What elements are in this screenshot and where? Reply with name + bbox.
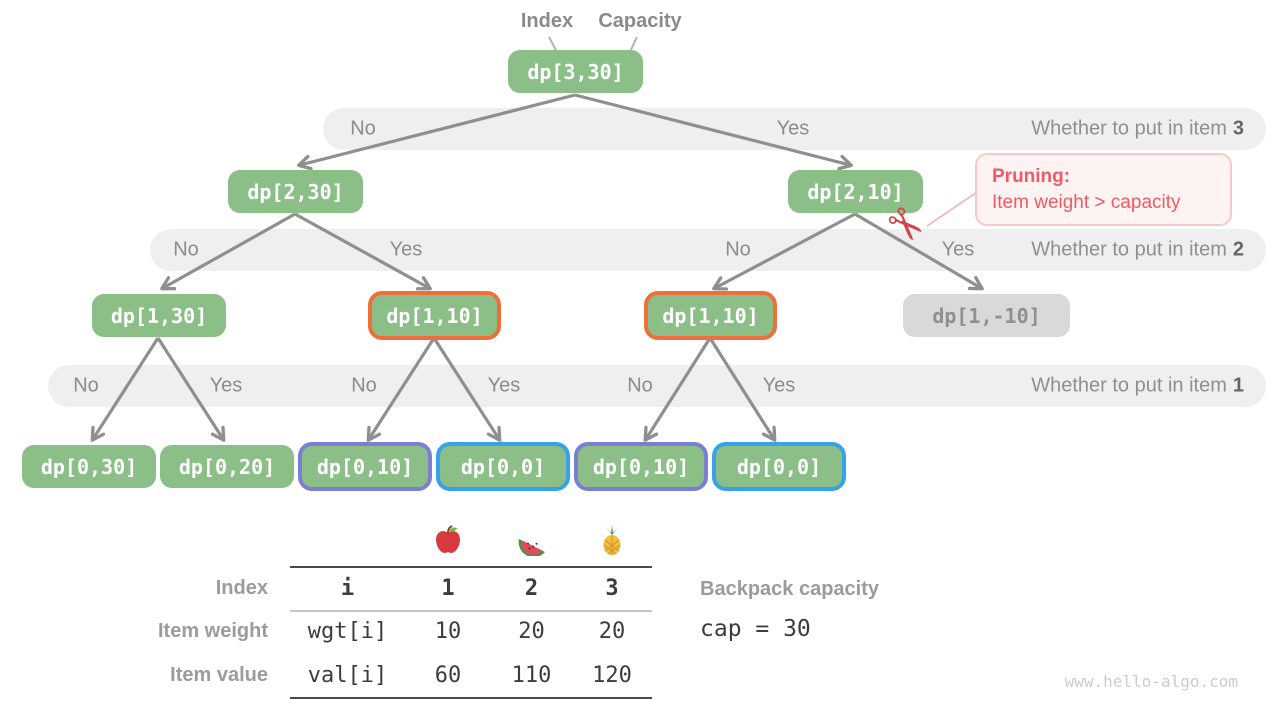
value-cell: 120 bbox=[592, 662, 632, 688]
node-label: dp[0,0] bbox=[460, 454, 546, 479]
backpack-capacity-label: Backpack capacity bbox=[700, 578, 880, 600]
table-row-label-value: Item value bbox=[170, 663, 268, 686]
node-label: dp[2,30] bbox=[247, 179, 344, 204]
tree-node-dp-0-0: dp[0,0] bbox=[436, 442, 570, 491]
table-rule-bottom bbox=[290, 697, 652, 699]
band-label-no: No bbox=[351, 374, 377, 397]
band-label-no: No bbox=[627, 374, 653, 397]
capacity-variable-label: Capacity bbox=[598, 10, 682, 32]
tree-node-dp-3-30: dp[3,30] bbox=[508, 50, 643, 93]
watermelon-icon bbox=[491, 524, 572, 556]
band-label-no: No bbox=[350, 117, 376, 140]
node-label: dp[0,10] bbox=[316, 454, 414, 479]
weight-cell: 20 bbox=[598, 619, 626, 644]
tree-node-dp-1-10-pruned-path: dp[1,10] bbox=[368, 291, 501, 340]
table-value-row: val[i] 60 110 120 bbox=[290, 653, 652, 697]
items-table: i 1 2 3 wgt[i] 10 20 20 val[i] 60 110 12… bbox=[290, 514, 652, 699]
weight-cell: wgt[i] bbox=[307, 619, 388, 644]
node-label: dp[2,10] bbox=[807, 179, 904, 204]
fruit-row bbox=[290, 514, 652, 566]
node-label: dp[0,20] bbox=[178, 454, 276, 479]
band-label-yes: Yes bbox=[209, 374, 243, 397]
tree-node-dp-2-30: dp[2,30] bbox=[228, 170, 363, 213]
tree-node-dp-2-10: dp[2,10] bbox=[788, 170, 923, 213]
node-label: dp[1,30] bbox=[110, 303, 208, 328]
header-cell: 3 bbox=[605, 575, 619, 601]
pruning-title: Pruning: bbox=[992, 166, 1071, 187]
band-label-yes: Yes bbox=[487, 374, 521, 397]
weight-cell: 20 bbox=[518, 619, 545, 644]
node-label: dp[1,10] bbox=[662, 303, 759, 328]
apple-icon bbox=[405, 524, 491, 556]
tree-node-dp-0-20: dp[0,20] bbox=[160, 445, 294, 488]
table-row-label-weight: Item weight bbox=[157, 620, 268, 642]
backpack-capacity-value: cap = 30 bbox=[700, 616, 811, 642]
band-label-yes: Yes bbox=[762, 374, 796, 397]
header-cell: i bbox=[340, 575, 355, 601]
tree-node-dp-0-30: dp[0,30] bbox=[22, 445, 156, 488]
tree-node-dp-1-30: dp[1,30] bbox=[92, 294, 226, 337]
node-label: dp[1,10] bbox=[386, 303, 483, 328]
band-label-yes: Yes bbox=[776, 117, 810, 140]
band-label-no: No bbox=[173, 238, 199, 261]
table-weight-row: wgt[i] 10 20 20 bbox=[290, 610, 652, 653]
header-cell: 2 bbox=[524, 575, 539, 601]
pineapple-icon bbox=[572, 524, 652, 556]
tree-node-dp-0-10: dp[0,10] bbox=[298, 442, 432, 491]
header-cell: 1 bbox=[441, 575, 455, 601]
band-label-no: No bbox=[73, 374, 99, 397]
value-cell: 110 bbox=[511, 662, 552, 688]
pruning-callout: Pruning: Item weight > capacity bbox=[975, 153, 1232, 226]
node-label: dp[0,30] bbox=[40, 454, 138, 479]
band-label-yes: Yes bbox=[389, 238, 423, 261]
band-label-yes: Yes bbox=[941, 238, 975, 261]
table-row-label-index: Index bbox=[215, 576, 268, 599]
table-rule-top bbox=[290, 566, 652, 568]
value-cell: 60 bbox=[434, 662, 462, 688]
tree-node-dp-0-0: dp[0,0] bbox=[712, 442, 846, 491]
node-label: dp[1,-10] bbox=[932, 303, 1041, 328]
index-variable-label: Index bbox=[520, 10, 574, 32]
weight-cell: 10 bbox=[434, 619, 462, 644]
node-label: dp[0,0] bbox=[736, 454, 822, 479]
node-label: dp[0,10] bbox=[592, 454, 690, 479]
watermark: www.hello-algo.com bbox=[1064, 672, 1238, 691]
table-header-row: i 1 2 3 bbox=[290, 566, 652, 610]
table-rule-mid bbox=[290, 610, 652, 612]
band-label-no: No bbox=[725, 238, 751, 261]
decision-band-item-1: No Yes No Yes No Yes Whether to put in i… bbox=[48, 365, 1266, 407]
tree-node-dp-1-neg10-pruned: dp[1,-10] bbox=[903, 294, 1070, 337]
value-cell: val[i] bbox=[307, 662, 388, 688]
node-label: dp[3,30] bbox=[527, 59, 624, 84]
pruning-text: Item weight > capacity bbox=[992, 192, 1181, 213]
tree-node-dp-1-10-pruned-path: dp[1,10] bbox=[644, 291, 777, 340]
tree-node-dp-0-10: dp[0,10] bbox=[574, 442, 708, 491]
